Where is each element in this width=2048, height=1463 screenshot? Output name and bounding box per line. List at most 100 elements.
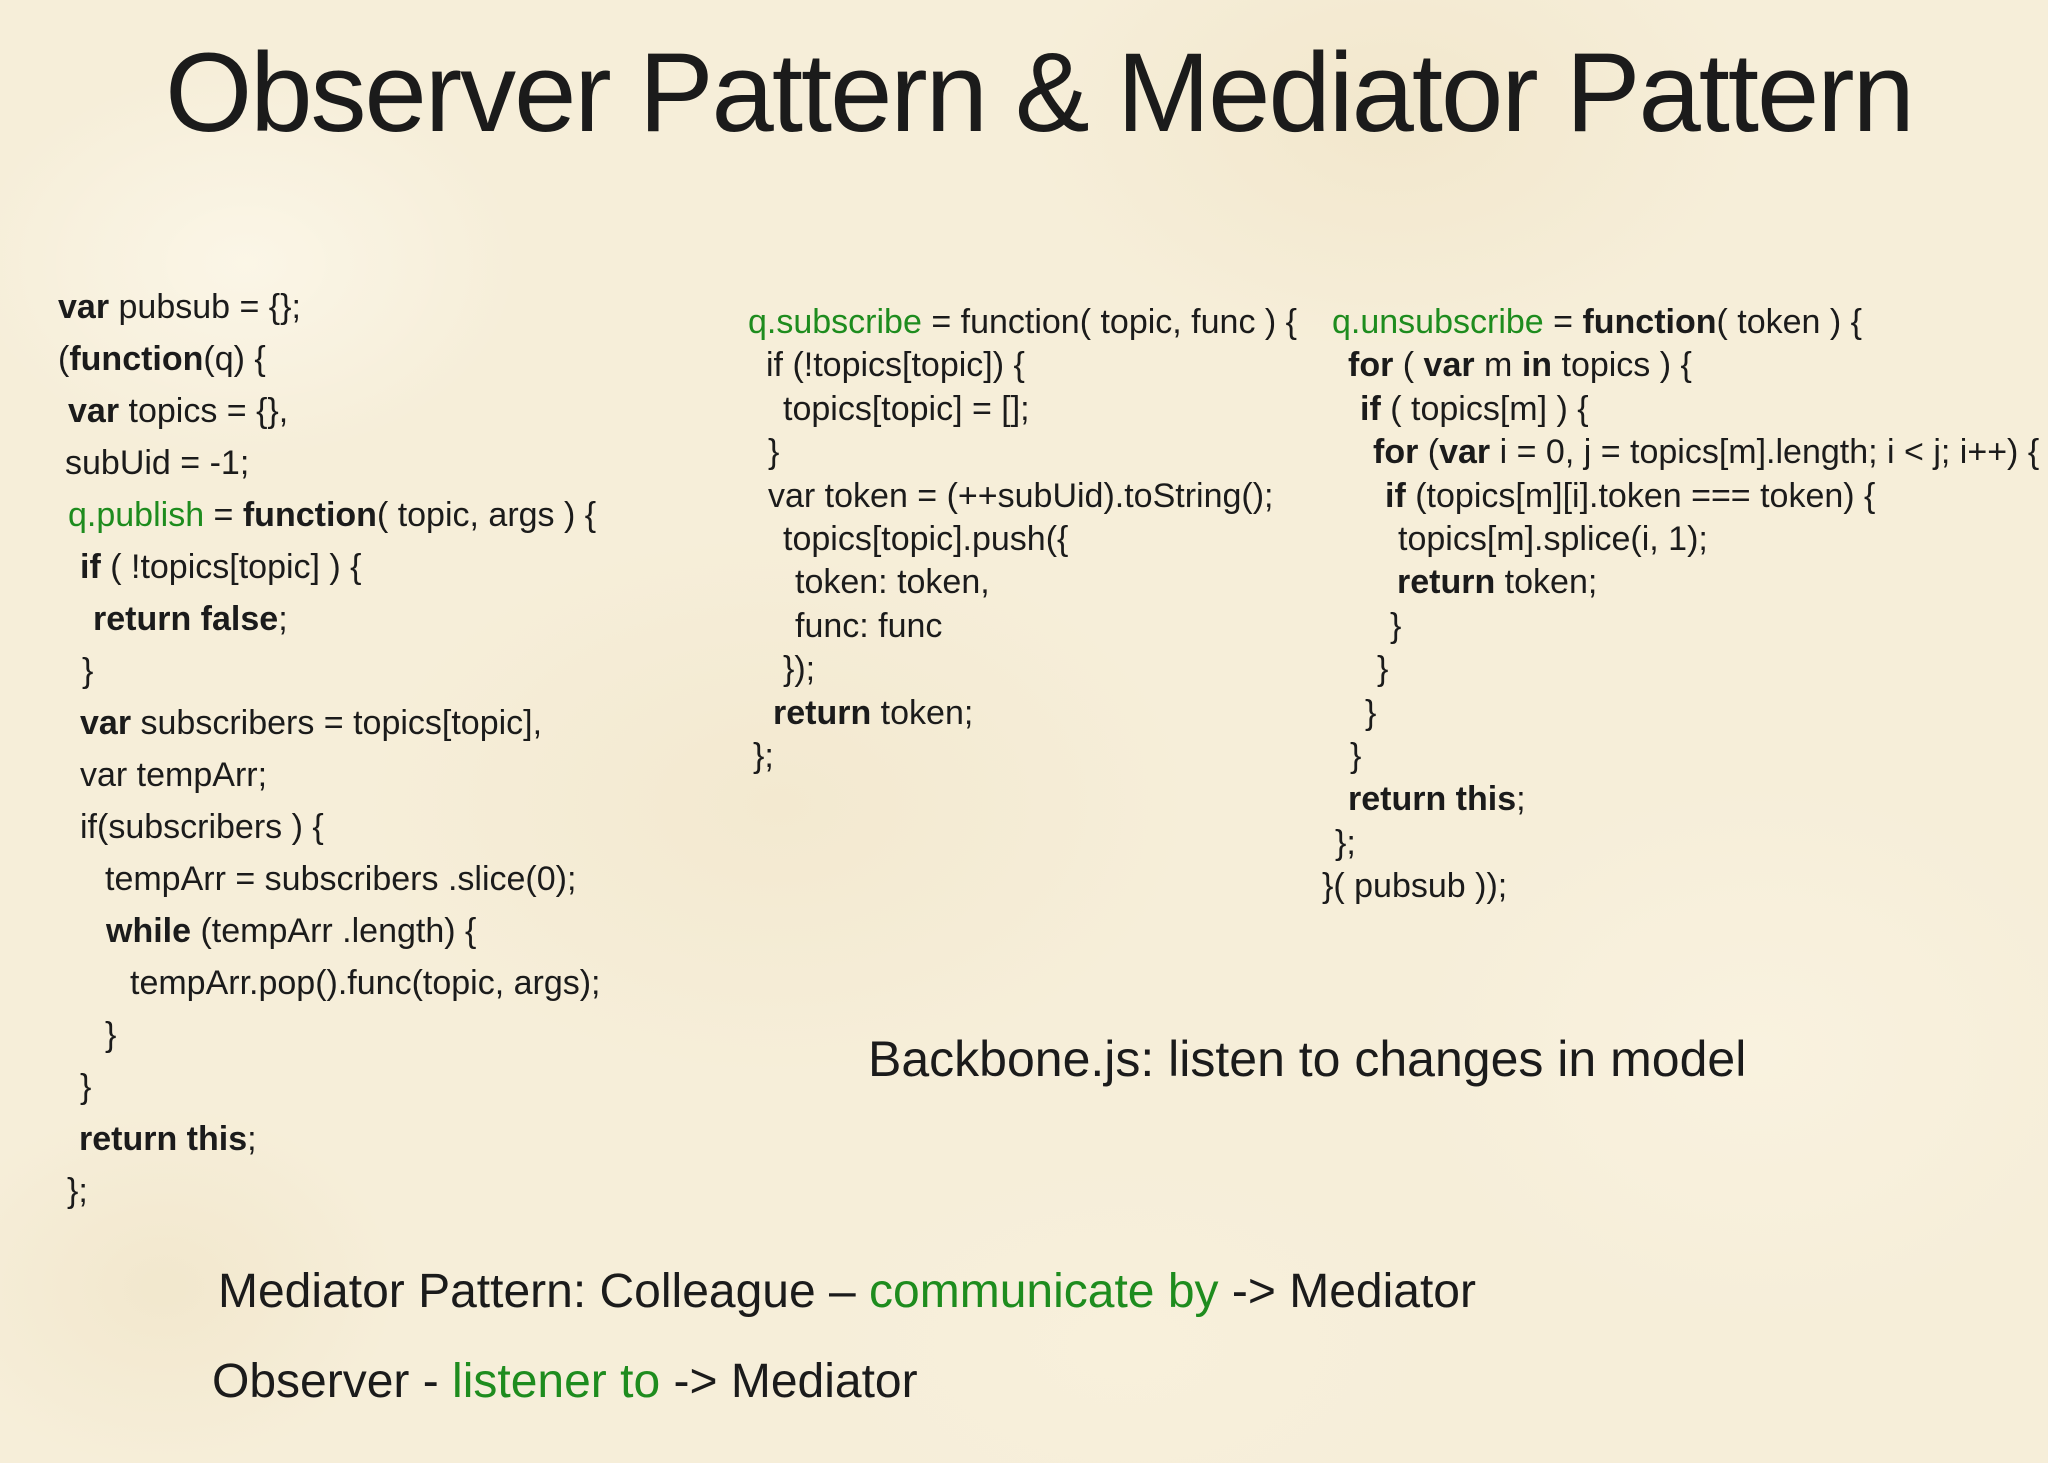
code-line: };	[58, 1165, 601, 1217]
code-token: topics[m].splice(i, 1);	[1398, 520, 1708, 559]
code-line: if (topics[m][i].token === token) {	[1322, 475, 2039, 518]
code-line: var topics = {},	[58, 385, 601, 437]
code-column-publish: var pubsub = {};(function(q) {var topics…	[58, 281, 601, 1217]
code-line: var tempArr;	[58, 749, 601, 801]
code-token: }	[82, 652, 94, 690]
code-line: return false;	[58, 593, 601, 645]
code-line: tempArr.pop().func(topic, args);	[58, 957, 601, 1009]
observer-note-pre: Observer -	[212, 1355, 453, 1408]
code-token: while	[106, 912, 192, 950]
code-token: return this	[79, 1120, 248, 1158]
code-token: var	[1439, 433, 1491, 472]
code-token: function	[69, 340, 204, 378]
code-line: for ( var m in topics ) {	[1322, 344, 2039, 387]
code-token: subscribers = topics[topic],	[131, 704, 543, 742]
code-token: (	[1418, 433, 1440, 472]
code-line: };	[1322, 822, 2039, 865]
code-token: tempArr = subscribers .slice(0);	[105, 860, 577, 898]
code-line: }	[1322, 605, 2039, 648]
code-token: func: func	[795, 606, 943, 645]
code-token: ;	[278, 600, 288, 638]
code-token: var	[1423, 346, 1475, 385]
code-token: }	[768, 433, 780, 472]
code-line: }	[1322, 735, 2039, 778]
code-token: ( topic, args ) {	[376, 496, 597, 534]
code-token: ( !topics[topic] ) {	[100, 548, 362, 586]
mediator-note-pre: Mediator Pattern: Colleague –	[218, 1265, 870, 1318]
code-token: for	[1348, 346, 1394, 385]
code-line: token: token,	[748, 561, 1297, 604]
code-line: }	[1322, 648, 2039, 691]
code-line: }	[58, 645, 601, 697]
code-token: tempArr.pop().func(topic, args);	[130, 964, 601, 1002]
code-token: (q) {	[203, 340, 266, 378]
code-token: ;	[1516, 780, 1526, 819]
code-token: if(subscribers ) {	[80, 808, 324, 846]
code-token: (topics[m][i].token === token) {	[1405, 476, 1876, 515]
code-token: }	[1365, 693, 1377, 732]
code-token: pubsub = {};	[109, 288, 301, 326]
code-token: var token = (++subUid).toString();	[768, 476, 1274, 515]
mediator-note-post: -> Mediator	[1218, 1265, 1476, 1318]
code-line: subUid = -1;	[58, 437, 601, 489]
code-token: (tempArr .length) {	[191, 912, 477, 950]
code-token: =	[1543, 303, 1583, 341]
code-token: function	[242, 496, 377, 534]
code-line: topics[m].splice(i, 1);	[1322, 518, 2039, 561]
code-line: topics[topic] = [];	[748, 388, 1297, 431]
code-line: var subscribers = topics[topic],	[58, 697, 601, 749]
code-token: i = 0, j = topics[m].length; i < j; i++)…	[1490, 433, 2040, 472]
code-token: return this	[1348, 780, 1517, 819]
code-line: var token = (++subUid).toString();	[748, 475, 1297, 518]
code-token: var	[68, 392, 120, 430]
code-line: if ( !topics[topic] ) {	[58, 541, 601, 593]
code-token: ( token ) {	[1716, 303, 1863, 341]
mediator-note-highlight: communicate by	[869, 1265, 1219, 1318]
observer-note-post: -> Mediator	[660, 1355, 918, 1408]
code-token: }	[1350, 737, 1362, 776]
code-token: var tempArr;	[80, 756, 268, 794]
code-line: }	[1322, 692, 2039, 735]
code-token: m	[1474, 346, 1522, 385]
code-line: }	[58, 1009, 601, 1061]
code-token: ( topics[m] ) {	[1380, 389, 1589, 428]
code-token: if	[80, 548, 101, 586]
observer-note: Observer - listener to -> Mediator	[212, 1354, 918, 1409]
code-token: var	[80, 704, 132, 742]
code-token: token;	[871, 693, 974, 732]
observer-note-highlight: listener to	[452, 1355, 661, 1408]
code-line: return token;	[1322, 561, 2039, 604]
code-token: =	[204, 496, 243, 534]
code-token: };	[753, 737, 774, 776]
code-line: if(subscribers ) {	[58, 801, 601, 853]
code-token: topics[topic].push({	[783, 520, 1069, 559]
slide-title: Observer Pattern & Mediator Pattern	[165, 30, 1915, 155]
code-token: topics = {},	[119, 392, 289, 430]
code-line: }( pubsub ));	[1322, 865, 2039, 908]
code-line: var pubsub = {};	[58, 281, 601, 333]
code-token: };	[67, 1172, 88, 1210]
code-token: topics[topic] = [];	[783, 389, 1030, 428]
code-token: for	[1373, 433, 1419, 472]
code-token: }	[1390, 606, 1402, 645]
code-line: }	[748, 431, 1297, 474]
code-line: return this;	[58, 1113, 601, 1165]
code-token: (	[1393, 346, 1424, 385]
code-token: if	[1360, 389, 1381, 428]
code-line: while (tempArr .length) {	[58, 905, 601, 957]
code-line: return this;	[1322, 778, 2039, 821]
code-token: ;	[247, 1120, 257, 1158]
code-line: if (!topics[topic]) {	[748, 344, 1297, 387]
code-token: = function( topic, func ) {	[921, 303, 1298, 341]
code-column-unsubscribe: q.unsubscribe = function( token ) {for (…	[1322, 301, 2039, 909]
code-token: (	[58, 340, 70, 378]
code-token: }	[1377, 650, 1389, 689]
code-token: });	[783, 650, 816, 689]
code-token: }	[80, 1068, 92, 1106]
code-token: in	[1521, 346, 1553, 385]
code-line: });	[748, 648, 1297, 691]
code-column-subscribe: q.subscribe = function( topic, func ) {i…	[748, 301, 1297, 778]
code-token: if (!topics[topic]) {	[766, 346, 1025, 385]
code-line: return token;	[748, 692, 1297, 735]
backbone-note: Backbone.js: listen to changes in model	[868, 1031, 1747, 1087]
